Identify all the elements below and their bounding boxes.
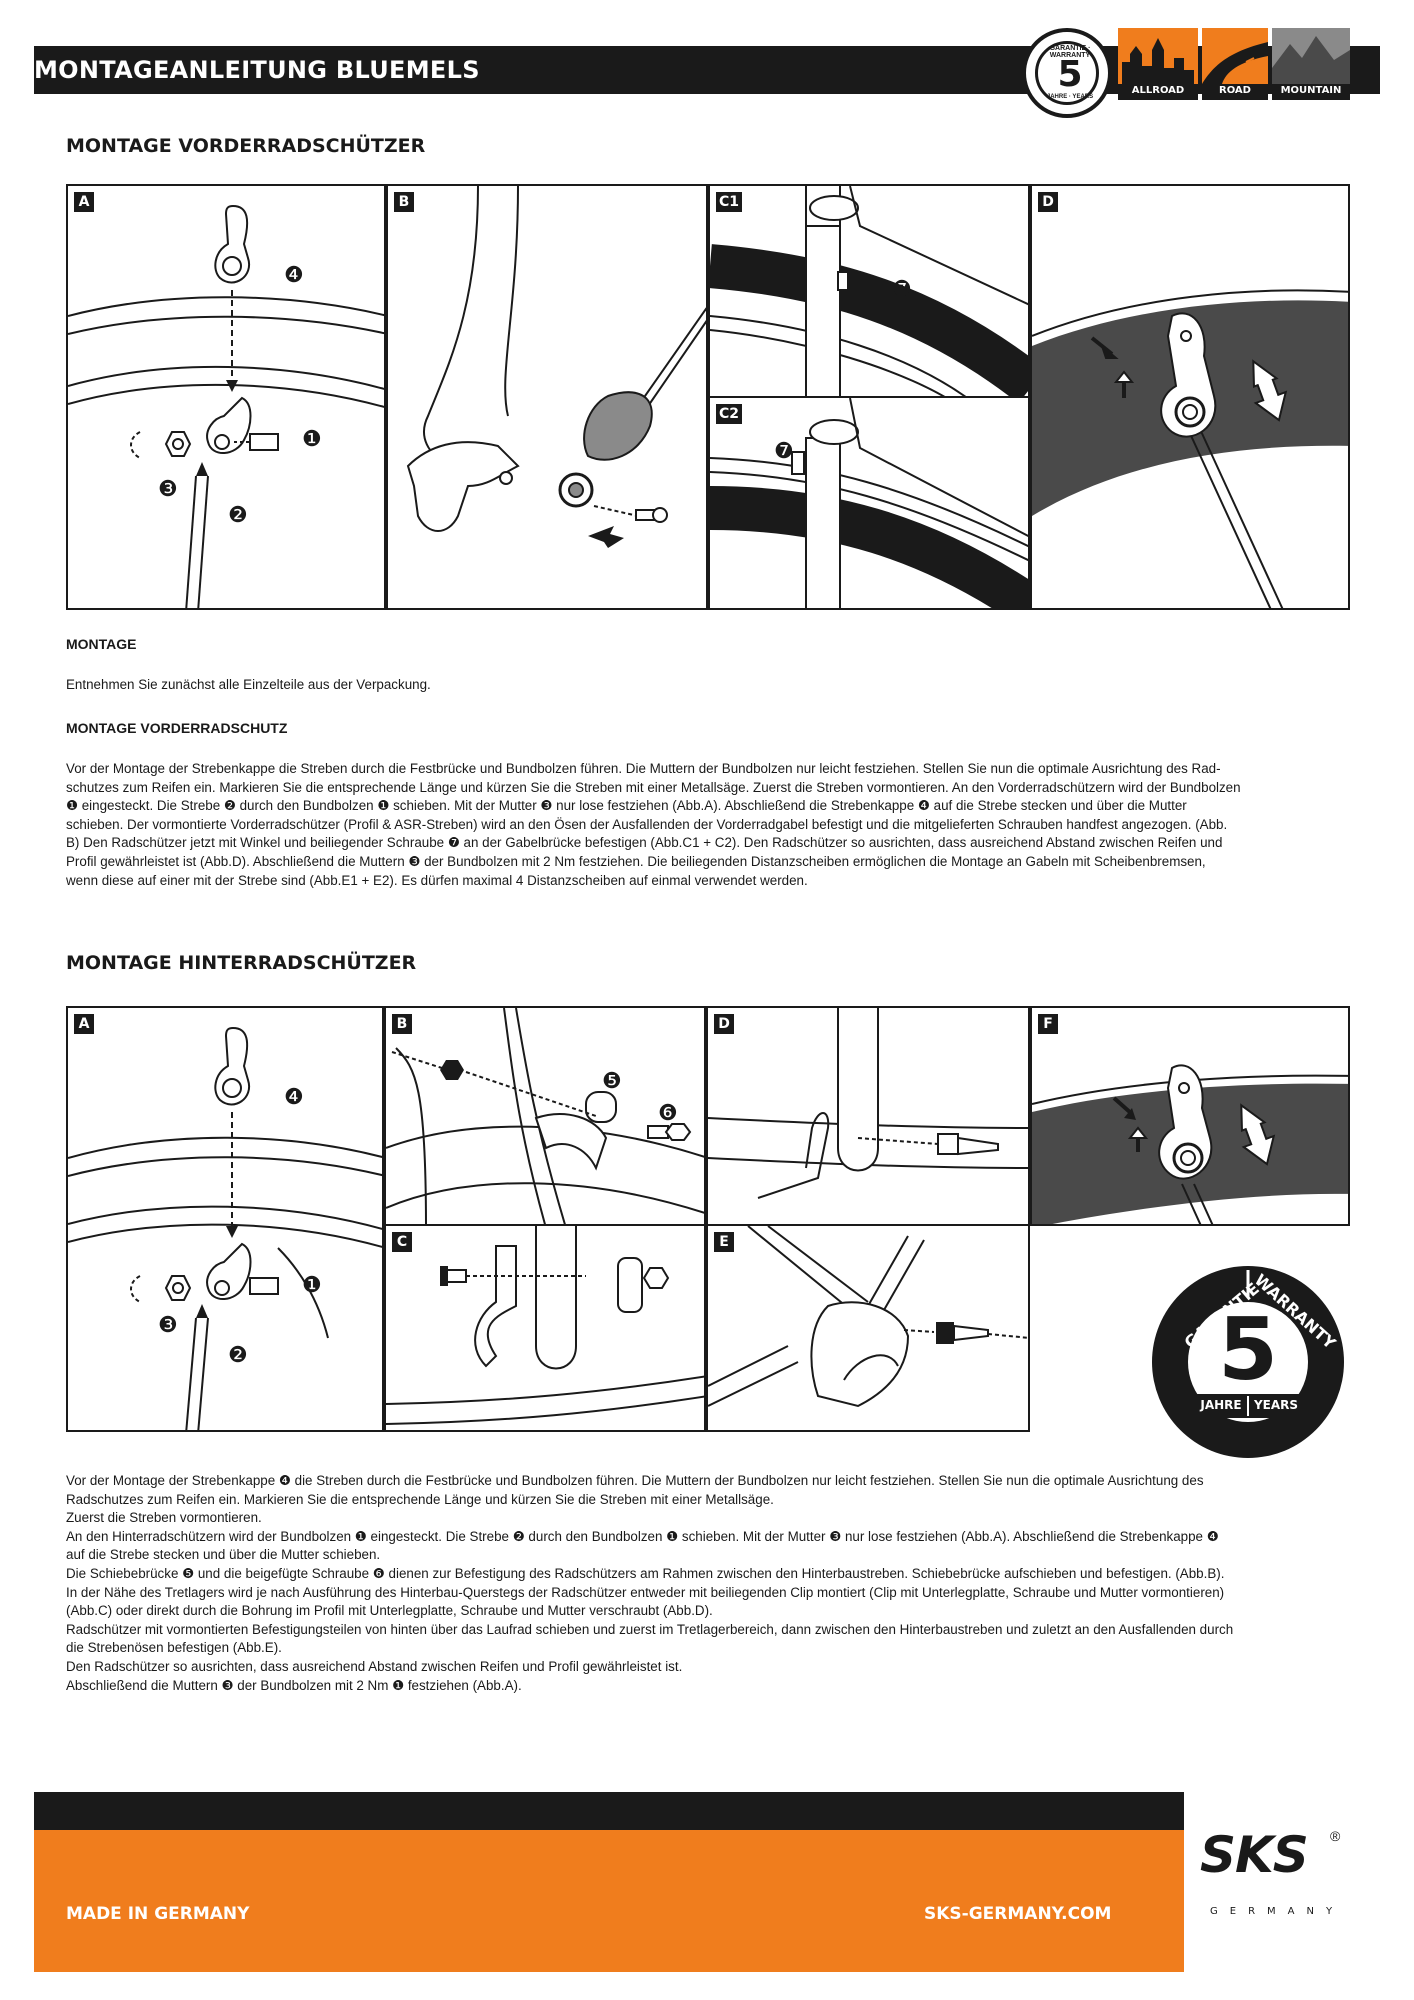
road-icon bbox=[1202, 28, 1268, 100]
callout-3: ❸ bbox=[158, 476, 178, 501]
allroad-icon bbox=[1118, 28, 1198, 100]
ride-tile-label: MOUNTAIN bbox=[1280, 85, 1342, 96]
warranty-badge-inner: GARANTIE · WARRANTY 5 JAHRE · YEARS bbox=[1035, 41, 1099, 105]
rear-text-line: die Strebenösen befestigen (Abb.E). bbox=[66, 1640, 282, 1656]
rear-figure-e-drawing bbox=[708, 1226, 1028, 1408]
vr-text-line: schutzes zum Reifen ein. Markieren Sie d… bbox=[66, 779, 1241, 795]
panel-label: B bbox=[392, 1014, 412, 1034]
front-figure-b-drawing bbox=[406, 186, 706, 548]
footer-orange-band bbox=[34, 1830, 1184, 1972]
warranty-seal-icon bbox=[1152, 1266, 1344, 1458]
rear-text-line: Radschutzes zum Reifen ein. Markieren Si… bbox=[66, 1491, 774, 1507]
front-heading: MONTAGE VORDERRADSCHÜTZER bbox=[66, 135, 426, 157]
callout-5: ❺ bbox=[602, 1068, 622, 1093]
panel-label: D bbox=[1038, 192, 1058, 212]
footer-made-in-germany: MADE IN GERMANY bbox=[66, 1904, 250, 1924]
rear-figure-d-drawing bbox=[708, 1008, 1028, 1199]
vr-text-line: Profil gewährleistet ist (Abb.D). Abschl… bbox=[66, 853, 1206, 869]
rear-heading: MONTAGE HINTERRADSCHÜTZER bbox=[66, 952, 417, 974]
front-figure-c2-drawing bbox=[710, 398, 1028, 608]
front-figure-d-drawing bbox=[1032, 289, 1348, 608]
panel-label: C1 bbox=[716, 192, 743, 212]
rear-figure-b-drawing bbox=[386, 1008, 704, 1224]
rear-figure-d: D bbox=[706, 1006, 1030, 1226]
panel-label: A bbox=[74, 1014, 94, 1034]
ride-tile-label: ALLROAD bbox=[1131, 85, 1185, 96]
warranty-badge: GARANTIE · WARRANTY 5 JAHRE · YEARS bbox=[1022, 28, 1112, 118]
panel-label: D bbox=[714, 1014, 734, 1034]
front-figure-c2: C2 ❼ bbox=[708, 396, 1030, 610]
panel-label: A bbox=[74, 192, 94, 212]
vr-heading: MONTAGE VORDERRADSCHUTZ bbox=[66, 720, 288, 736]
front-figure-a: A ❹ ❶ ❸ ❷ bbox=[66, 184, 386, 610]
callout-4: ❹ bbox=[284, 1084, 304, 1109]
callout-2: ❷ bbox=[228, 1342, 248, 1367]
rear-text-line: Zuerst die Streben vormontieren. bbox=[66, 1510, 262, 1526]
rear-figure-a: A ❹ ❶ ❸ ❷ bbox=[66, 1006, 384, 1432]
montage-heading: MONTAGE bbox=[66, 636, 137, 652]
callout-1: ❶ bbox=[302, 1272, 322, 1297]
rear-text-line: Den Radschützer so ausrichten, dass ausr… bbox=[66, 1658, 683, 1674]
vr-text-line: B) Den Radschützer jetzt mit Winkel und … bbox=[66, 835, 1223, 851]
ride-tile-allroad: ALLROAD bbox=[1118, 28, 1198, 100]
front-figure-b: B bbox=[386, 184, 708, 610]
front-figure-d: D bbox=[1030, 184, 1350, 610]
front-figure-c1-drawing bbox=[710, 186, 1028, 396]
rear-text-line: Vor der Montage der Strebenkappe ❹ die S… bbox=[66, 1473, 1204, 1488]
rear-figure-e: E bbox=[706, 1224, 1030, 1432]
rear-text-line: Abschließend die Muttern ❸ der Bundbolze… bbox=[66, 1677, 522, 1693]
panel-label: C2 bbox=[716, 404, 743, 424]
panel-label: F bbox=[1038, 1014, 1058, 1034]
rear-text-line: Radschützer mit vormontierten Befestigun… bbox=[66, 1621, 1234, 1637]
callout-2: ❷ bbox=[228, 502, 248, 527]
warranty-seal-jahre: JAHRE bbox=[1200, 1398, 1242, 1412]
callout-7: ❼ bbox=[774, 438, 794, 463]
warranty-badge-bottom: JAHRE · YEARS bbox=[1046, 94, 1094, 100]
callout-1: ❶ bbox=[302, 426, 322, 451]
ride-tile-road: ROAD bbox=[1202, 28, 1268, 100]
vr-text-line: wenn diese auf einer mit der Strebe sind… bbox=[66, 872, 808, 888]
rear-figure-c-drawing bbox=[386, 1226, 704, 1425]
sks-logo-germany: GERMANY bbox=[1210, 1906, 1345, 1917]
montage-text: Entnehmen Sie zunächst alle Einzelteile … bbox=[66, 677, 431, 692]
front-figure-c1: C1 ❼ bbox=[708, 184, 1030, 398]
page-title: MONTAGEANLEITUNG BLUEMELS bbox=[34, 56, 480, 84]
rear-figure-b: B ❺ ❻ bbox=[384, 1006, 706, 1226]
sks-logo: SKS bbox=[1200, 1826, 1309, 1884]
mountain-icon bbox=[1272, 28, 1350, 100]
rear-text: Vor der Montage der Strebenkappe ❹ die S… bbox=[66, 1472, 1350, 1695]
footer-url[interactable]: SKS-GERMANY.COM bbox=[924, 1904, 1112, 1924]
callout-7: ❼ bbox=[892, 276, 912, 301]
warranty-badge-top: GARANTIE · WARRANTY bbox=[1049, 45, 1091, 59]
rear-text-line: auf die Strebe stecken und über die Mutt… bbox=[66, 1547, 381, 1563]
sks-logo-registered: ® bbox=[1330, 1828, 1341, 1844]
vr-text-line: ❶ eingesteckt. Die Strebe ❷ durch den Bu… bbox=[66, 798, 1187, 814]
ride-tile-mountain: MOUNTAIN bbox=[1272, 28, 1350, 100]
callout-6: ❻ bbox=[658, 1100, 678, 1125]
rear-text-line: (Abb.C) oder direkt durch die Bohrung im… bbox=[66, 1603, 713, 1619]
warranty-seal-number: 5 bbox=[1218, 1300, 1278, 1400]
rear-figure-a-drawing bbox=[68, 1026, 382, 1430]
rear-figure-c: C bbox=[384, 1224, 706, 1432]
warranty-seal: GARANTIE WARRANTY 5 JAHRE YEARS bbox=[1148, 1262, 1348, 1462]
vr-text-line: schieben. Der vormontierte Vorderradschü… bbox=[66, 816, 1228, 832]
ride-tile-label: ROAD bbox=[1219, 85, 1251, 96]
callout-3: ❸ bbox=[158, 1312, 178, 1337]
rear-figure-f: F bbox=[1030, 1006, 1350, 1226]
warranty-badge-number: 5 bbox=[1057, 54, 1083, 95]
rear-text-line: In der Nähe des Tretlagers wird je nach … bbox=[66, 1584, 1225, 1600]
panel-label: E bbox=[714, 1232, 734, 1252]
callout-4: ❹ bbox=[284, 262, 304, 287]
footer-logo-box bbox=[1184, 1792, 1380, 1972]
rear-figure-f-drawing bbox=[1032, 1064, 1348, 1224]
rear-text-line: Die Schiebebrücke ❺ und die beigefügte S… bbox=[66, 1565, 1225, 1581]
warranty-seal-years: YEARS bbox=[1253, 1398, 1299, 1412]
rear-text-line: An den Hinterradschützern wird der Bundb… bbox=[66, 1528, 1219, 1544]
front-figure-a-drawing bbox=[68, 204, 384, 608]
vr-text-line: Vor der Montage der Strebenkappe die Str… bbox=[66, 761, 1221, 776]
vr-text: Vor der Montage der Strebenkappe die Str… bbox=[66, 760, 1350, 890]
panel-label: B bbox=[394, 192, 414, 212]
panel-label: C bbox=[392, 1232, 412, 1252]
